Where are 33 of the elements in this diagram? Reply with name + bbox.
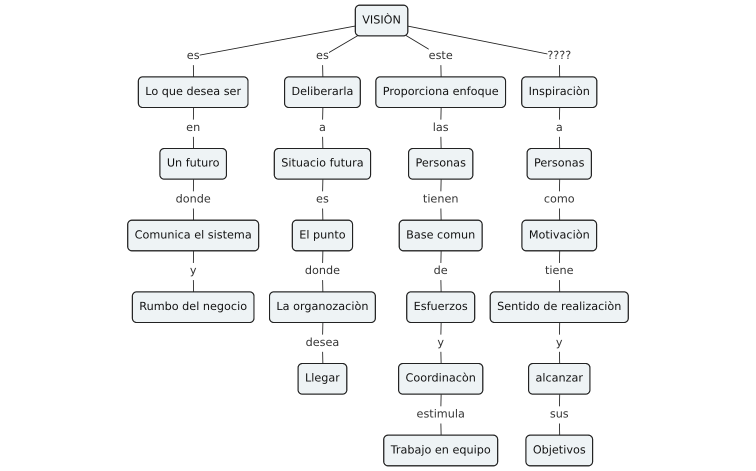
connector <box>440 250 442 293</box>
edge-label: y <box>190 264 196 278</box>
edge-label: ???? <box>547 50 572 63</box>
connector <box>440 322 442 364</box>
edge-label: donde <box>304 264 340 278</box>
connector <box>192 26 356 78</box>
edge-label: este <box>428 50 453 63</box>
edge-label: las <box>432 121 449 134</box>
edge-label: tienen <box>422 192 458 206</box>
connector <box>192 250 194 293</box>
edge-label: de <box>434 264 448 278</box>
connector <box>558 322 560 364</box>
edge-label: es <box>316 192 329 206</box>
edge-label: donde <box>176 192 211 206</box>
edge-label: y <box>437 336 444 350</box>
edge-label: en <box>186 121 200 134</box>
edge-label: es <box>316 50 329 63</box>
edge-label: a <box>319 121 326 134</box>
connector <box>408 26 560 78</box>
connector <box>558 108 560 150</box>
edge-label: estimula <box>416 408 465 421</box>
connector <box>192 108 194 150</box>
edge-label: a <box>556 121 563 134</box>
edge-label: y <box>556 336 563 350</box>
connector <box>322 179 324 222</box>
connector <box>558 394 560 436</box>
edge-label: desea <box>306 336 340 350</box>
connector <box>322 108 324 150</box>
edge-label: es <box>186 50 200 63</box>
connector <box>322 35 358 78</box>
edge-label: tiene <box>545 264 574 278</box>
edge-label: sus <box>550 408 569 421</box>
edge-label: como <box>544 192 575 206</box>
